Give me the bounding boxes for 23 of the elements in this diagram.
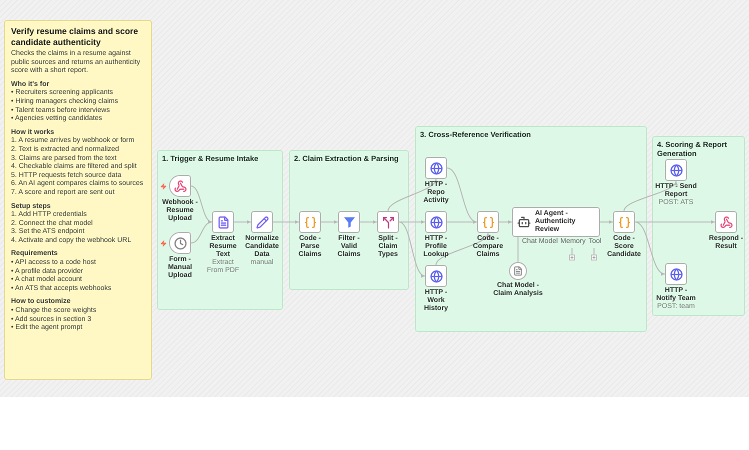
connector-arrow — [388, 178, 437, 212]
connector-arrow — [360, 220, 378, 224]
section-panel — [289, 150, 409, 290]
connector-arrow — [398, 220, 426, 224]
connector-arrow — [634, 222, 666, 275]
connector-arrow — [600, 220, 614, 224]
section-panel — [157, 150, 283, 310]
connector-arrow — [398, 222, 426, 276]
connector-arrow — [634, 220, 716, 224]
connector-arrow — [190, 186, 212, 223]
connector-arrow — [190, 220, 212, 244]
note-title: Verify resume claims and score candidate authenticity — [11, 26, 140, 47]
section-panel — [652, 136, 745, 316]
connector-arrow — [498, 220, 512, 224]
section-panel — [415, 126, 647, 332]
connector-arrow — [234, 220, 252, 224]
connector-arrow — [624, 180, 676, 212]
connector-arrow — [446, 220, 478, 224]
connector-arrow — [320, 220, 338, 224]
connector-arrow — [272, 220, 300, 224]
connector-arrow — [436, 232, 488, 266]
connector-arrow — [446, 168, 478, 223]
sticky-note — [4, 20, 152, 380]
